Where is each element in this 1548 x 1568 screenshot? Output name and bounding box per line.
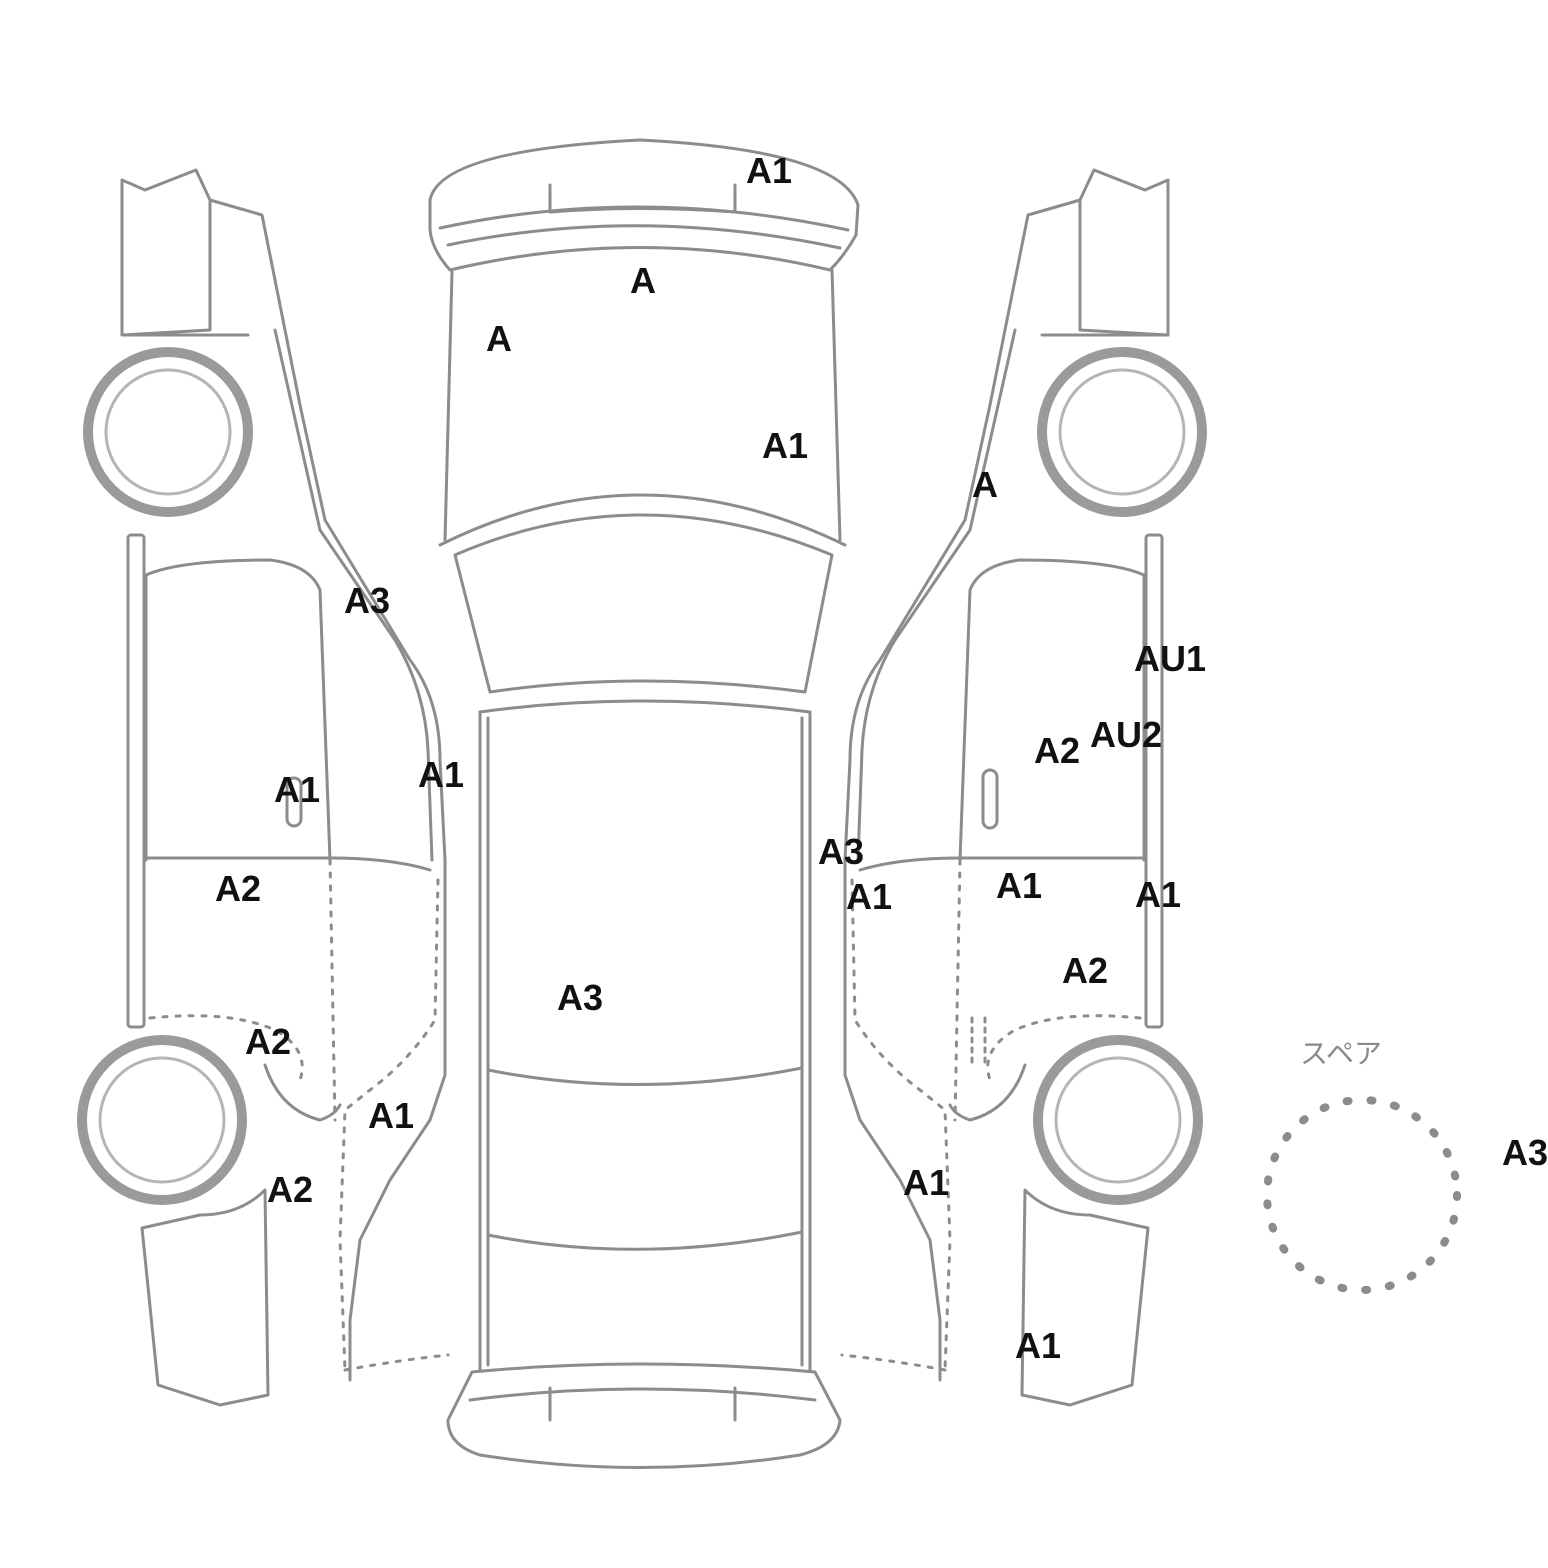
damage-mark: A2 xyxy=(245,1021,292,1062)
damage-mark: A1 xyxy=(746,150,793,191)
damage-mark: A3 xyxy=(344,580,391,621)
damage-mark: A3 xyxy=(557,977,604,1018)
damage-mark: A xyxy=(486,318,512,359)
damage-mark: A1 xyxy=(274,769,321,810)
damage-mark: A3 xyxy=(818,831,865,872)
damage-mark: AU2 xyxy=(1090,714,1163,755)
damage-mark: A2 xyxy=(267,1169,314,1210)
damage-mark: AU1 xyxy=(1134,638,1207,679)
damage-mark: A2 xyxy=(215,868,262,909)
damage-mark: A1 xyxy=(1015,1325,1062,1366)
spare-tire-label: スペア xyxy=(1300,1037,1383,1070)
damage-mark: A1 xyxy=(1135,874,1182,915)
damage-mark: A1 xyxy=(418,754,465,795)
damage-mark: A1 xyxy=(996,865,1043,906)
damage-mark: A1 xyxy=(762,425,809,466)
damage-mark: A1 xyxy=(846,876,893,917)
damage-mark: A1 xyxy=(368,1095,415,1136)
right-side-view xyxy=(840,168,1207,1407)
damage-mark: A2 xyxy=(1034,730,1081,771)
top-view xyxy=(428,138,860,1469)
damage-mark: A1 xyxy=(903,1162,950,1203)
spare-tire-outline xyxy=(1263,1096,1461,1294)
damage-mark: A2 xyxy=(1062,950,1109,991)
damage-mark: A xyxy=(972,464,998,505)
left-side-view xyxy=(77,168,450,1407)
damage-mark: A xyxy=(630,260,656,301)
damage-mark: A3 xyxy=(1502,1132,1548,1173)
